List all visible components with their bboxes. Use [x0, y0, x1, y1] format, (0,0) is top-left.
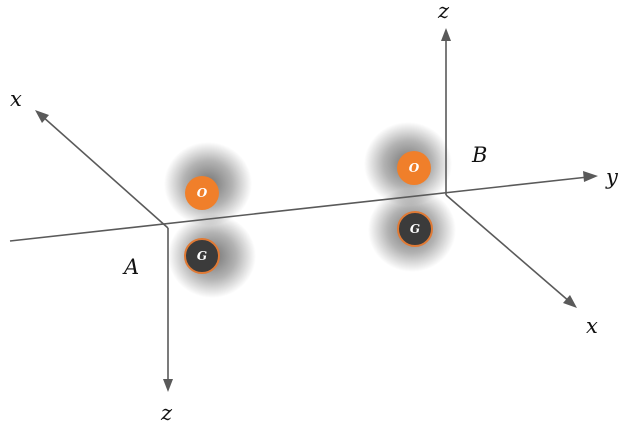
marker-a-o-label: O — [197, 186, 208, 200]
marker-b-o: O — [397, 151, 431, 185]
y-axis-arrowhead — [583, 171, 598, 182]
marker-a-g: G — [184, 238, 220, 274]
frame-b-z-label: z — [437, 0, 450, 23]
frame-b-x-axis-line — [445, 194, 571, 303]
frame-a-z-arrowhead — [163, 379, 173, 392]
marker-b-g-disc — [397, 211, 433, 247]
marker-b-g-label: G — [410, 222, 420, 236]
frame-a-x-axis-line — [41, 115, 169, 229]
marker-a-g-label: G — [197, 249, 207, 263]
marker-b-o-label: O — [409, 161, 420, 175]
frame-a-x-arrowhead — [35, 110, 49, 123]
y-axis-line — [9, 176, 589, 242]
marker-a-o: O — [185, 176, 219, 210]
frame-a-label: A — [122, 255, 139, 279]
frame-b-label: B — [471, 143, 487, 167]
marker-b-o-disc — [397, 151, 431, 185]
frame-b-x-arrowhead — [563, 295, 577, 308]
marker-a-g-disc — [184, 238, 220, 274]
frame-b-x-label: x — [586, 314, 598, 338]
y-axis-label: y — [605, 165, 619, 189]
marker-a-o-disc — [185, 176, 219, 210]
marker-b-g: G — [397, 211, 433, 247]
frame-a-x-label: x — [10, 87, 22, 111]
frame-b-z-arrowhead — [441, 28, 451, 41]
frame-a-z-label: z — [160, 401, 173, 425]
